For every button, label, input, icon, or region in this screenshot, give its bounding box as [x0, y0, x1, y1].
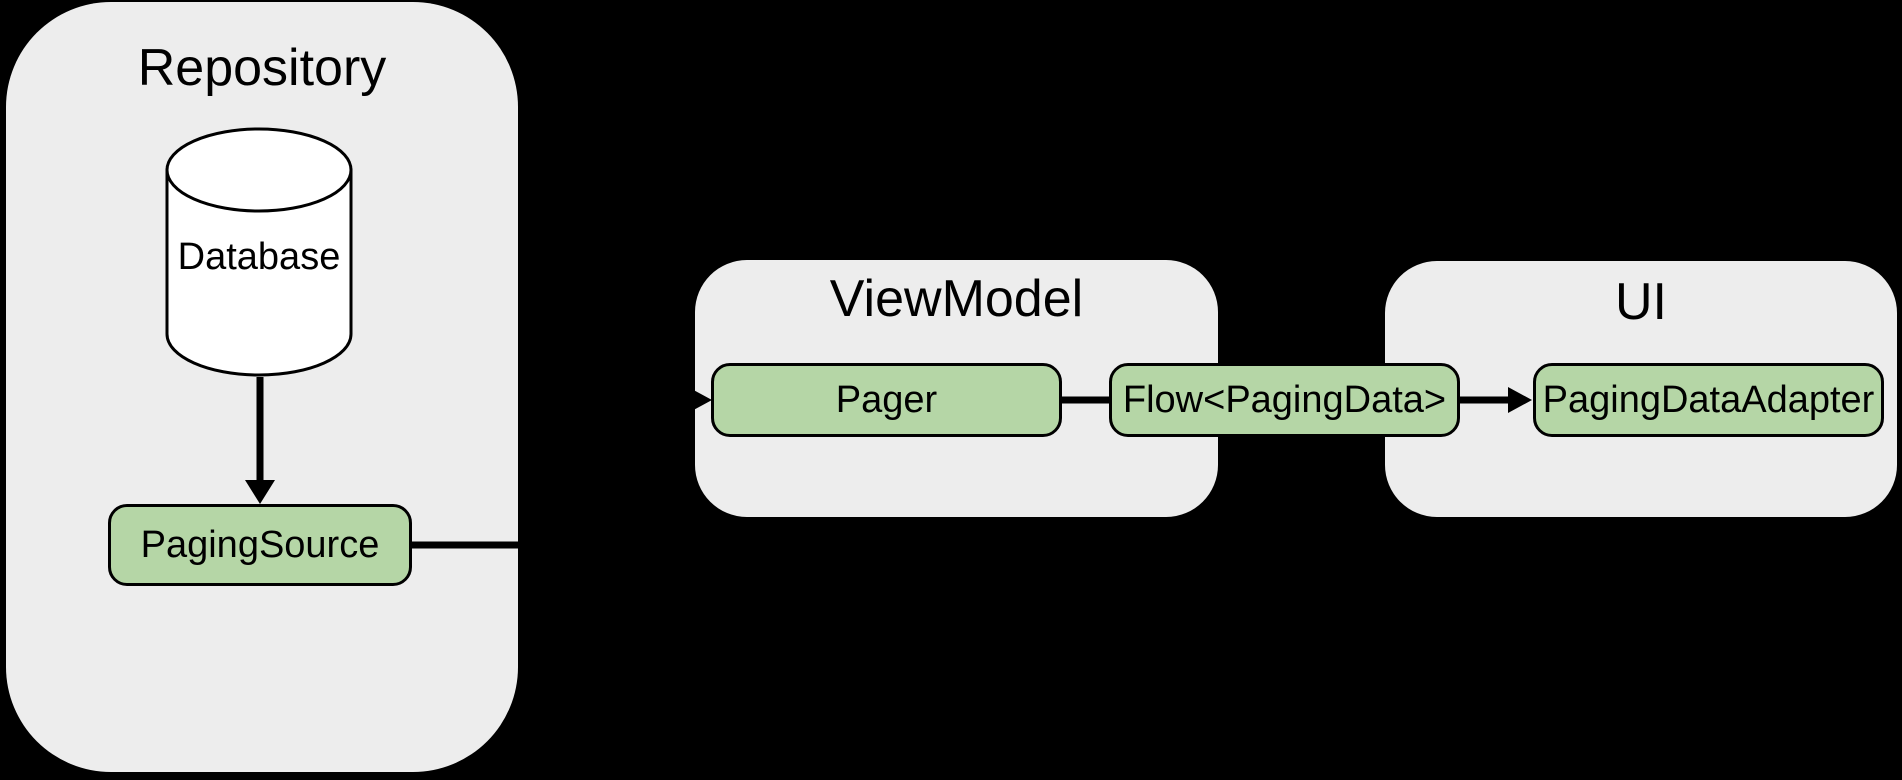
database-label: Database: [177, 236, 341, 278]
pagingdataadapter-label: PagingDataAdapter: [1542, 378, 1875, 421]
repository-panel-title: Repository: [137, 39, 387, 97]
pager-node: Pager: [711, 363, 1062, 437]
pager-label: Pager: [835, 378, 938, 421]
flow-pagingdata-label: Flow<PagingData>: [1122, 378, 1447, 421]
ui-panel-title: UI: [1615, 273, 1667, 331]
pagingsource-label: PagingSource: [140, 523, 380, 566]
viewmodel-panel-title: ViewModel: [829, 270, 1084, 328]
flow-pagingdata-node: Flow<PagingData>: [1109, 363, 1460, 437]
pagingdataadapter-node: PagingDataAdapter: [1533, 363, 1884, 437]
pagingsource-node: PagingSource: [108, 504, 412, 586]
repository-panel: Repository: [6, 2, 518, 772]
